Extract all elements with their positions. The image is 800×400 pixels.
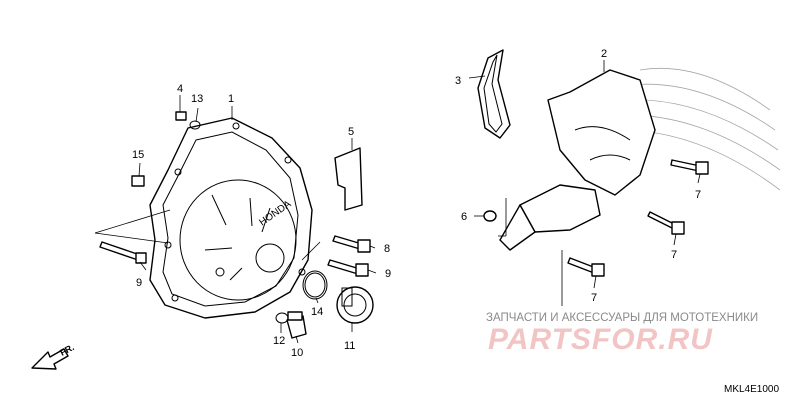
dowel-pin bbox=[175, 111, 187, 121]
o-ring-12 bbox=[275, 312, 289, 324]
bolt-7-bottom bbox=[567, 257, 605, 277]
chain-guard bbox=[499, 69, 656, 251]
leader-lines bbox=[94, 60, 701, 344]
callout-8: 8 bbox=[384, 243, 390, 255]
callout-5: 5 bbox=[348, 126, 354, 138]
front-direction-label: FR. bbox=[58, 342, 75, 358]
dowel-pin-15 bbox=[131, 175, 145, 187]
collar bbox=[483, 210, 497, 222]
callout-7-bottom: 7 bbox=[591, 292, 597, 304]
bolt-7-middle bbox=[647, 211, 685, 235]
callout-1: 1 bbox=[228, 93, 234, 105]
callout-14: 14 bbox=[311, 306, 323, 318]
callout-10: 10 bbox=[291, 347, 303, 359]
o-ring-small bbox=[189, 120, 201, 130]
plug-11 bbox=[336, 286, 374, 324]
o-ring-14 bbox=[302, 270, 328, 300]
callout-9-left: 9 bbox=[136, 277, 142, 289]
callout-2: 2 bbox=[601, 48, 607, 60]
guard-gasket bbox=[477, 49, 511, 139]
callout-3: 3 bbox=[455, 75, 461, 87]
callout-7-middle: 7 bbox=[671, 249, 677, 261]
crankcase-cover: HONDA bbox=[149, 117, 313, 319]
bracket bbox=[334, 147, 363, 211]
front-direction-arrow: FR. bbox=[31, 342, 76, 370]
callout-11: 11 bbox=[344, 340, 355, 352]
diagram-code: MKL4E1000 bbox=[724, 384, 779, 395]
bolt-7-top bbox=[670, 159, 709, 175]
bolt-9-right bbox=[327, 259, 369, 277]
callout-7-top: 7 bbox=[695, 189, 701, 201]
callout-9-right: 9 bbox=[385, 268, 391, 280]
callout-13: 13 bbox=[191, 93, 203, 105]
cap-10 bbox=[286, 311, 307, 339]
callout-6: 6 bbox=[461, 211, 467, 223]
callout-15: 15 bbox=[132, 149, 144, 161]
callout-4: 4 bbox=[177, 83, 183, 95]
watermark-brand: PARTSFOR.RU bbox=[488, 323, 713, 356]
callout-12: 12 bbox=[273, 335, 285, 347]
bolt-8 bbox=[332, 235, 371, 253]
watermark-subtitle: ЗАПЧАСТИ И АКСЕССУАРЫ ДЛЯ МОТОТЕХНИКИ bbox=[486, 312, 758, 324]
bolt-9-left bbox=[99, 241, 147, 264]
